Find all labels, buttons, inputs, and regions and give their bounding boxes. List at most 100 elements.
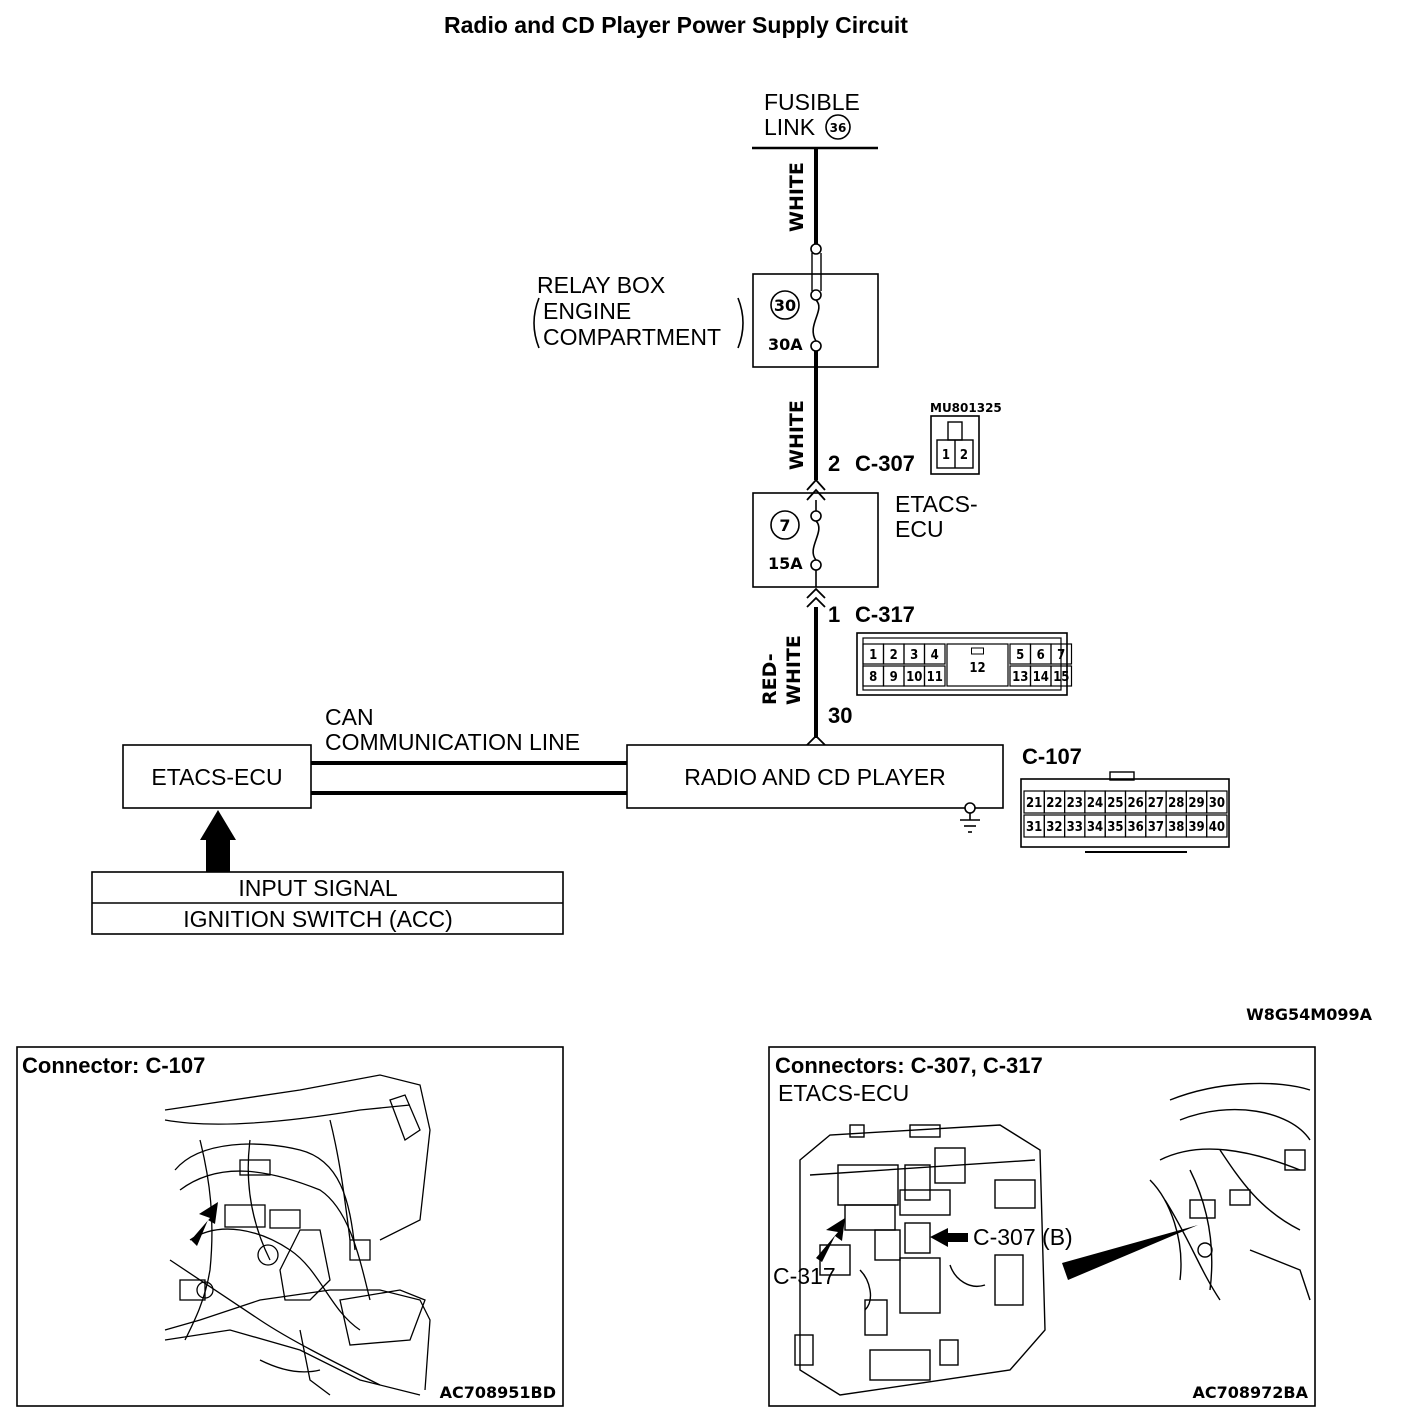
panel-left-arrow-icon: [191, 1202, 218, 1246]
diagram-code: W8G54M099A: [1246, 1005, 1373, 1024]
c107-pin-31: 31: [1026, 820, 1042, 835]
c107-pin-40-cell: [1206, 814, 1228, 838]
panel-left-title: Connector: C-107: [22, 1053, 205, 1078]
c307-latch: [947, 421, 963, 441]
fusible-link: FUSIBLE LINK 36: [752, 89, 878, 150]
c317-pin-8: 8: [869, 670, 877, 685]
etacs-fuse-label-line2: ECU: [895, 516, 944, 542]
fusible-number: 36: [830, 121, 847, 135]
c107-pin-27: 27: [1148, 796, 1164, 811]
input-arrow-icon: [200, 810, 236, 872]
c107-pin-36: 36: [1128, 820, 1144, 835]
c307-pin-2: 2: [960, 448, 968, 463]
can-label-line1: CAN: [325, 704, 374, 730]
c107-pin-30-cell: [1206, 790, 1228, 814]
relay-box-label-line2: ENGINE: [543, 298, 631, 324]
c317-pin-14: 14: [1033, 670, 1049, 685]
panel-left: Connector: C-107 AC7: [16, 1046, 564, 1407]
c107-pin-21: 21: [1026, 796, 1042, 811]
ground-icon: [960, 802, 980, 833]
c317-pin-2: 2: [890, 648, 898, 663]
c317-pin-15-cell: [1050, 665, 1073, 687]
c307-part-number: MU801325: [930, 401, 1002, 415]
c107-pin-40: 40: [1209, 820, 1225, 835]
fusible-label-line1: FUSIBLE: [764, 89, 860, 115]
c317-center-key: [971, 647, 984, 655]
c317-pin-7-cell: [1050, 643, 1073, 665]
panel-right-subtitle: ETACS-ECU: [778, 1080, 909, 1106]
c307-arrow-icon: [930, 1228, 968, 1247]
relay-terminal-top: [810, 243, 822, 255]
c317-pin-12-cell: [946, 643, 1009, 687]
c307-housing: [930, 415, 980, 475]
c107-pin-30: 30: [1209, 796, 1225, 811]
c107-pin-35: 35: [1107, 820, 1123, 835]
etacs-fuse-box: ETACS- ECU 7 15A: [752, 491, 978, 588]
relay-fuse-terminal-out: [810, 340, 822, 352]
c107-pin-23: 23: [1067, 796, 1083, 811]
c317-pin-13: 13: [1012, 670, 1028, 685]
etacs-fuse-element: [812, 520, 820, 561]
c317-chevron: [806, 587, 826, 599]
fusible-label-line2: LINK: [764, 114, 816, 140]
c317-pin-15: 15: [1053, 670, 1069, 685]
panel-right-leader-icon: [1062, 1225, 1198, 1280]
panel-right-label-c317: C-317: [773, 1263, 836, 1289]
etacs-fuse-number: 7: [779, 516, 790, 535]
etacs-fuse-label-line1: ETACS-: [895, 491, 978, 517]
c307-pin: 2: [828, 451, 840, 476]
c107-pin-32: 32: [1046, 820, 1062, 835]
ignition-switch-label: IGNITION SWITCH (ACC): [183, 906, 453, 932]
c317-pin-1: 1: [869, 648, 877, 663]
c317-pin-10: 10: [906, 670, 922, 685]
relay-paren-left: [533, 297, 540, 349]
c317-chevron-2: [806, 596, 826, 608]
relay-paren-right: [737, 297, 744, 349]
dashboard-illustration: [164, 1074, 431, 1396]
relay-fuse-terminal-in: [810, 289, 822, 301]
etacs-ecu-box: [122, 744, 312, 809]
panel-right-title: Connectors: C-307, C-317: [775, 1053, 1043, 1078]
c107-pin-28: 28: [1168, 796, 1184, 811]
c307-pin-1: 1: [942, 448, 950, 463]
c107-pin-38: 38: [1168, 820, 1184, 835]
wire-label-top: WHITE: [786, 162, 808, 232]
relay-box-label-line1: RELAY BOX: [537, 272, 665, 298]
c317-pin-11: 11: [927, 670, 943, 685]
c307-connector: 2 C-307 MU801325 1 2: [806, 401, 1002, 501]
c317-pin-9: 9: [890, 670, 898, 685]
etacs-fuse-rating: 15A: [768, 554, 803, 573]
c107-pin-33: 33: [1067, 820, 1083, 835]
relay-box-label-line3: COMPARTMENT: [543, 324, 721, 350]
etacs-ecu-illustration: [794, 1082, 1311, 1396]
c317-pin-4: 4: [931, 648, 939, 663]
c107-pin-34: 34: [1087, 820, 1103, 835]
diagram-title: Radio and CD Player Power Supply Circuit: [444, 12, 908, 38]
panel-right-label-c307: C-307 (B): [973, 1224, 1073, 1250]
c107-pin-26: 26: [1128, 796, 1144, 811]
radio-pin: 30: [828, 703, 852, 728]
fusible-number-circle: [825, 114, 851, 140]
relay-fuse-number: 30: [774, 296, 796, 315]
c107-pin-24: 24: [1087, 796, 1103, 811]
c107-pin-25: 25: [1107, 796, 1123, 811]
etacs-fuse-number-circle: [770, 510, 800, 540]
c107-pin-39: 39: [1188, 820, 1204, 835]
c317-pin-6: 6: [1037, 648, 1045, 663]
panel-left-code: AC708951BD: [440, 1383, 556, 1402]
relay-fuse-element: [812, 299, 820, 342]
etacs-fuse-terminal-in: [810, 510, 822, 522]
etacs-fuse-terminal-out: [810, 559, 822, 571]
input-signal-label: INPUT SIGNAL: [238, 875, 398, 901]
c107-latch: [1109, 771, 1135, 781]
c317-pin-7: 7: [1057, 648, 1065, 663]
relay-fuse-number-circle: [770, 290, 800, 320]
c317-pin-5: 5: [1016, 648, 1024, 663]
c107-pin-29: 29: [1188, 796, 1204, 811]
wire-label-bottom-line1: RED-: [759, 653, 781, 705]
c317-pin-4-cell: [923, 643, 946, 665]
panel-left-frame: [16, 1046, 564, 1407]
